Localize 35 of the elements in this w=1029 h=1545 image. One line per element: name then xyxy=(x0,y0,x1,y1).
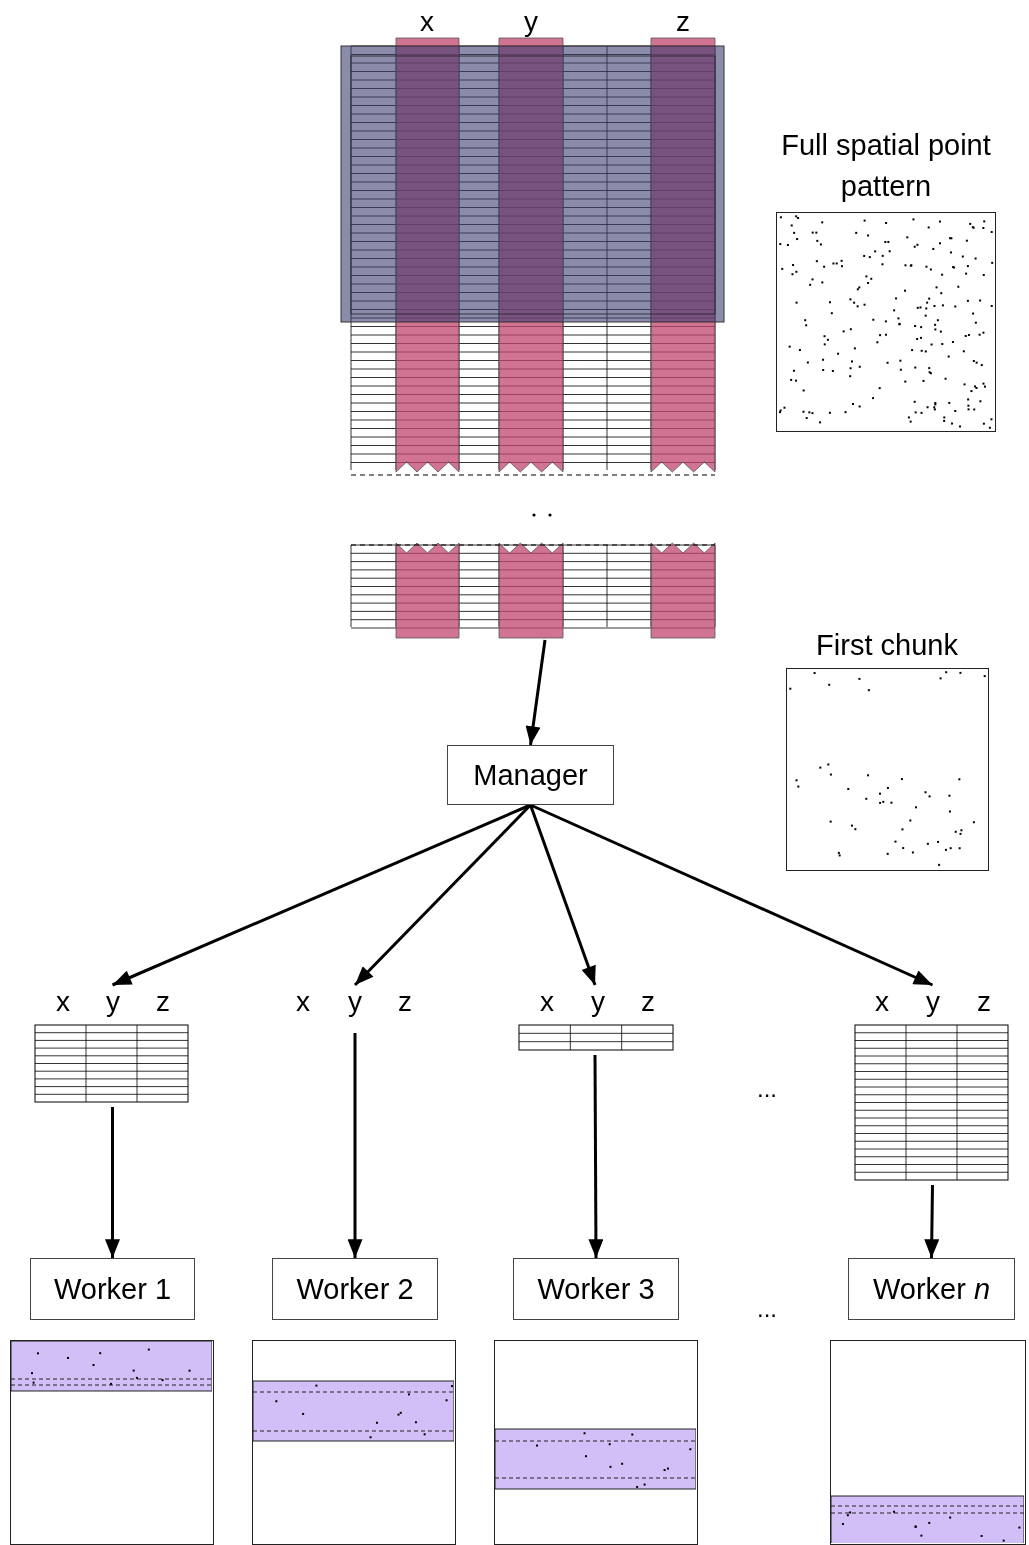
arrow xyxy=(105,1107,120,1258)
column-header: x xyxy=(56,985,70,1019)
column-header: y xyxy=(524,5,538,39)
column-header: z xyxy=(676,5,690,39)
process-box: Worker 2 xyxy=(272,1258,438,1320)
arrow xyxy=(529,804,597,986)
plot-title: First chunk xyxy=(815,628,959,663)
process-box: Worker 1 xyxy=(30,1258,195,1320)
column-header: y xyxy=(926,985,940,1019)
column-header: z xyxy=(641,985,655,1019)
column-header: z xyxy=(977,985,991,1019)
column-header: x xyxy=(420,5,434,39)
arrow xyxy=(529,803,934,987)
column-header: x xyxy=(540,985,554,1019)
arrow xyxy=(588,1055,604,1258)
plot-title: Full spatial point pattern xyxy=(780,128,992,204)
ellipsis-text: ... xyxy=(757,1075,777,1103)
scatter-plot xyxy=(830,1340,1026,1545)
process-box: Manager xyxy=(447,745,614,805)
process-box: Worker 3 xyxy=(513,1258,679,1320)
column-header: z xyxy=(398,985,412,1019)
ellipsis-text: ... xyxy=(757,1295,777,1323)
process-box: Worker n xyxy=(848,1258,1015,1320)
scatter-plot xyxy=(494,1340,698,1545)
column-header: y xyxy=(591,985,605,1019)
column-header: y xyxy=(348,985,362,1019)
column-header: y xyxy=(106,985,120,1019)
scatter-plot xyxy=(252,1340,456,1545)
arrow xyxy=(525,639,547,746)
arrow xyxy=(347,1033,363,1258)
column-header: x xyxy=(296,985,310,1019)
scatter-plot xyxy=(10,1340,214,1545)
column-header: x xyxy=(875,985,889,1019)
column-header: z xyxy=(156,985,170,1019)
arrow xyxy=(924,1184,940,1259)
